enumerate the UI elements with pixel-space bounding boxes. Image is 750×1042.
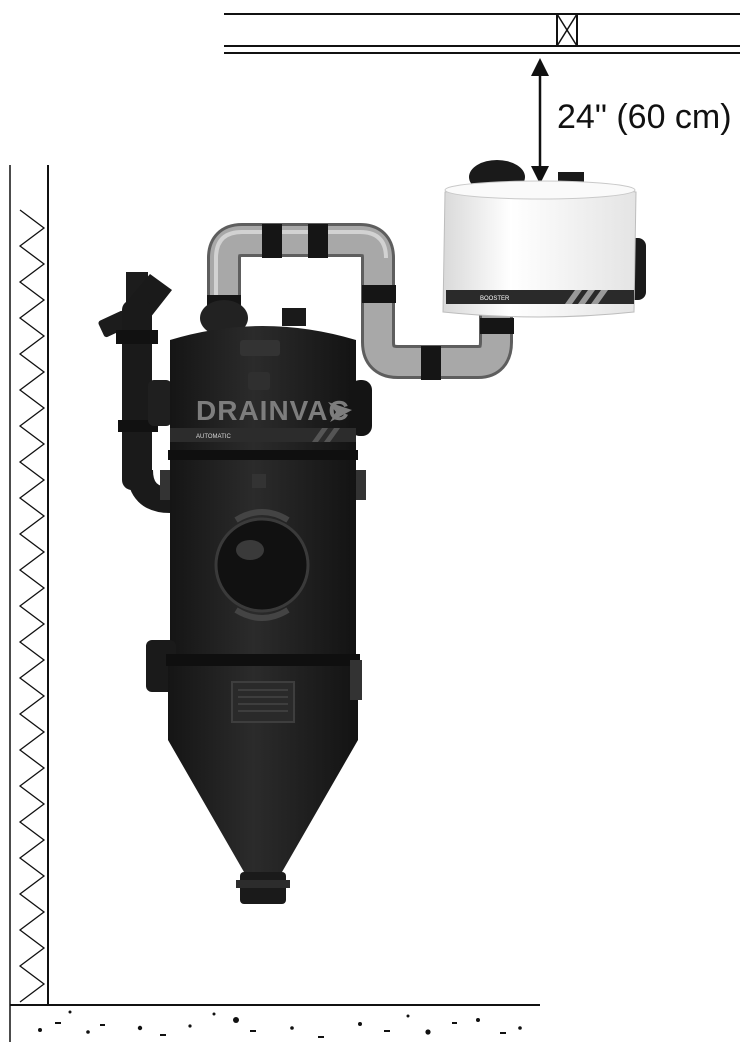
pipe-coupling (480, 318, 514, 334)
pipe-coupling (421, 346, 441, 380)
inlet-pipe (98, 272, 172, 513)
unit-model: AUTOMATIC (196, 434, 231, 440)
booster-label: BOOSTER (480, 296, 510, 302)
unit-label-icon (252, 474, 266, 488)
brand-logo-icon (328, 402, 352, 422)
arrow-up-icon (531, 58, 549, 76)
wall (9, 165, 49, 1042)
vent-grille (231, 681, 295, 723)
pipe-coupling (362, 285, 396, 303)
wall-insulation-zigzag (18, 209, 46, 1003)
ceiling-joist (224, 13, 740, 54)
booster-unit: BOOSTER (442, 160, 646, 318)
drainvac-unit: DRAINVAC AUTOMATIC (146, 300, 372, 904)
unit-control-panel (240, 340, 280, 356)
sight-window (214, 517, 310, 613)
joist-cross-section-icon (556, 13, 578, 47)
pipe-coupling (308, 224, 328, 258)
clearance-dimension (531, 58, 549, 184)
arrow-down-icon (531, 166, 549, 184)
pipe-coupling (262, 224, 282, 258)
unit-brand: DRAINVAC (196, 395, 350, 426)
unit-exhaust-port (200, 300, 248, 336)
unit-indicator (248, 372, 270, 390)
clearance-label: 24" (60 cm) (557, 98, 732, 136)
floor (10, 1004, 540, 1038)
